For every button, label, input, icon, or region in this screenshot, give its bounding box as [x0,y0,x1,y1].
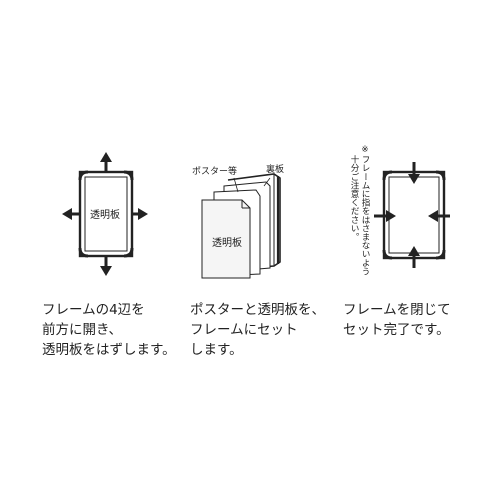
arrow-up-icon [100,152,112,172]
caution-note-line-2: 十分ご注意ください。 [349,154,359,241]
arrow-down-icon [408,162,420,184]
arrow-up-icon [408,246,420,268]
step-3-illustration [372,150,452,280]
caption-line: フレームにセット [190,322,298,338]
caption-line: ポスターと透明板を、 [190,302,325,318]
step-2-illustration: ポスター等 裏板 透明板 [188,150,298,280]
arrow-down-icon [100,256,112,276]
arrow-right-icon [374,210,396,222]
caution-note: ※フレームに指をはさまないよう 十分ご注意ください。 [345,143,375,288]
step-3-caption: フレームを閉じて セット完了です。 [343,300,451,340]
caption-line: 透明板をはずします。 [42,342,176,358]
step-2-caption: ポスターと透明板を、 フレームにセット します。 [190,300,325,360]
step-1-caption: フレームの4辺を 前方に開き、 透明板をはずします。 [42,300,176,360]
poster-label: ポスター等 [192,165,237,177]
arrow-right-icon [132,208,148,220]
caption-line: 前方に開き、 [42,322,123,338]
clear-panel-label: 透明板 [90,208,120,221]
back-board-label: 裏板 [266,163,284,175]
caution-note-line-1: ※フレームに指をはさまないよう [360,145,370,275]
clear-panel-label: 透明板 [212,236,242,249]
caption-line: フレームを閉じて [343,302,451,318]
arrow-left-icon [62,208,80,220]
clear-panel [201,199,251,279]
frame-inner [84,176,128,252]
arrow-left-icon [428,210,450,222]
caption-line: フレームの4辺を [42,302,145,318]
caption-line: セット完了です。 [343,322,450,338]
step-1-illustration: 透明板 [60,150,150,280]
caption-line: します。 [190,342,243,358]
